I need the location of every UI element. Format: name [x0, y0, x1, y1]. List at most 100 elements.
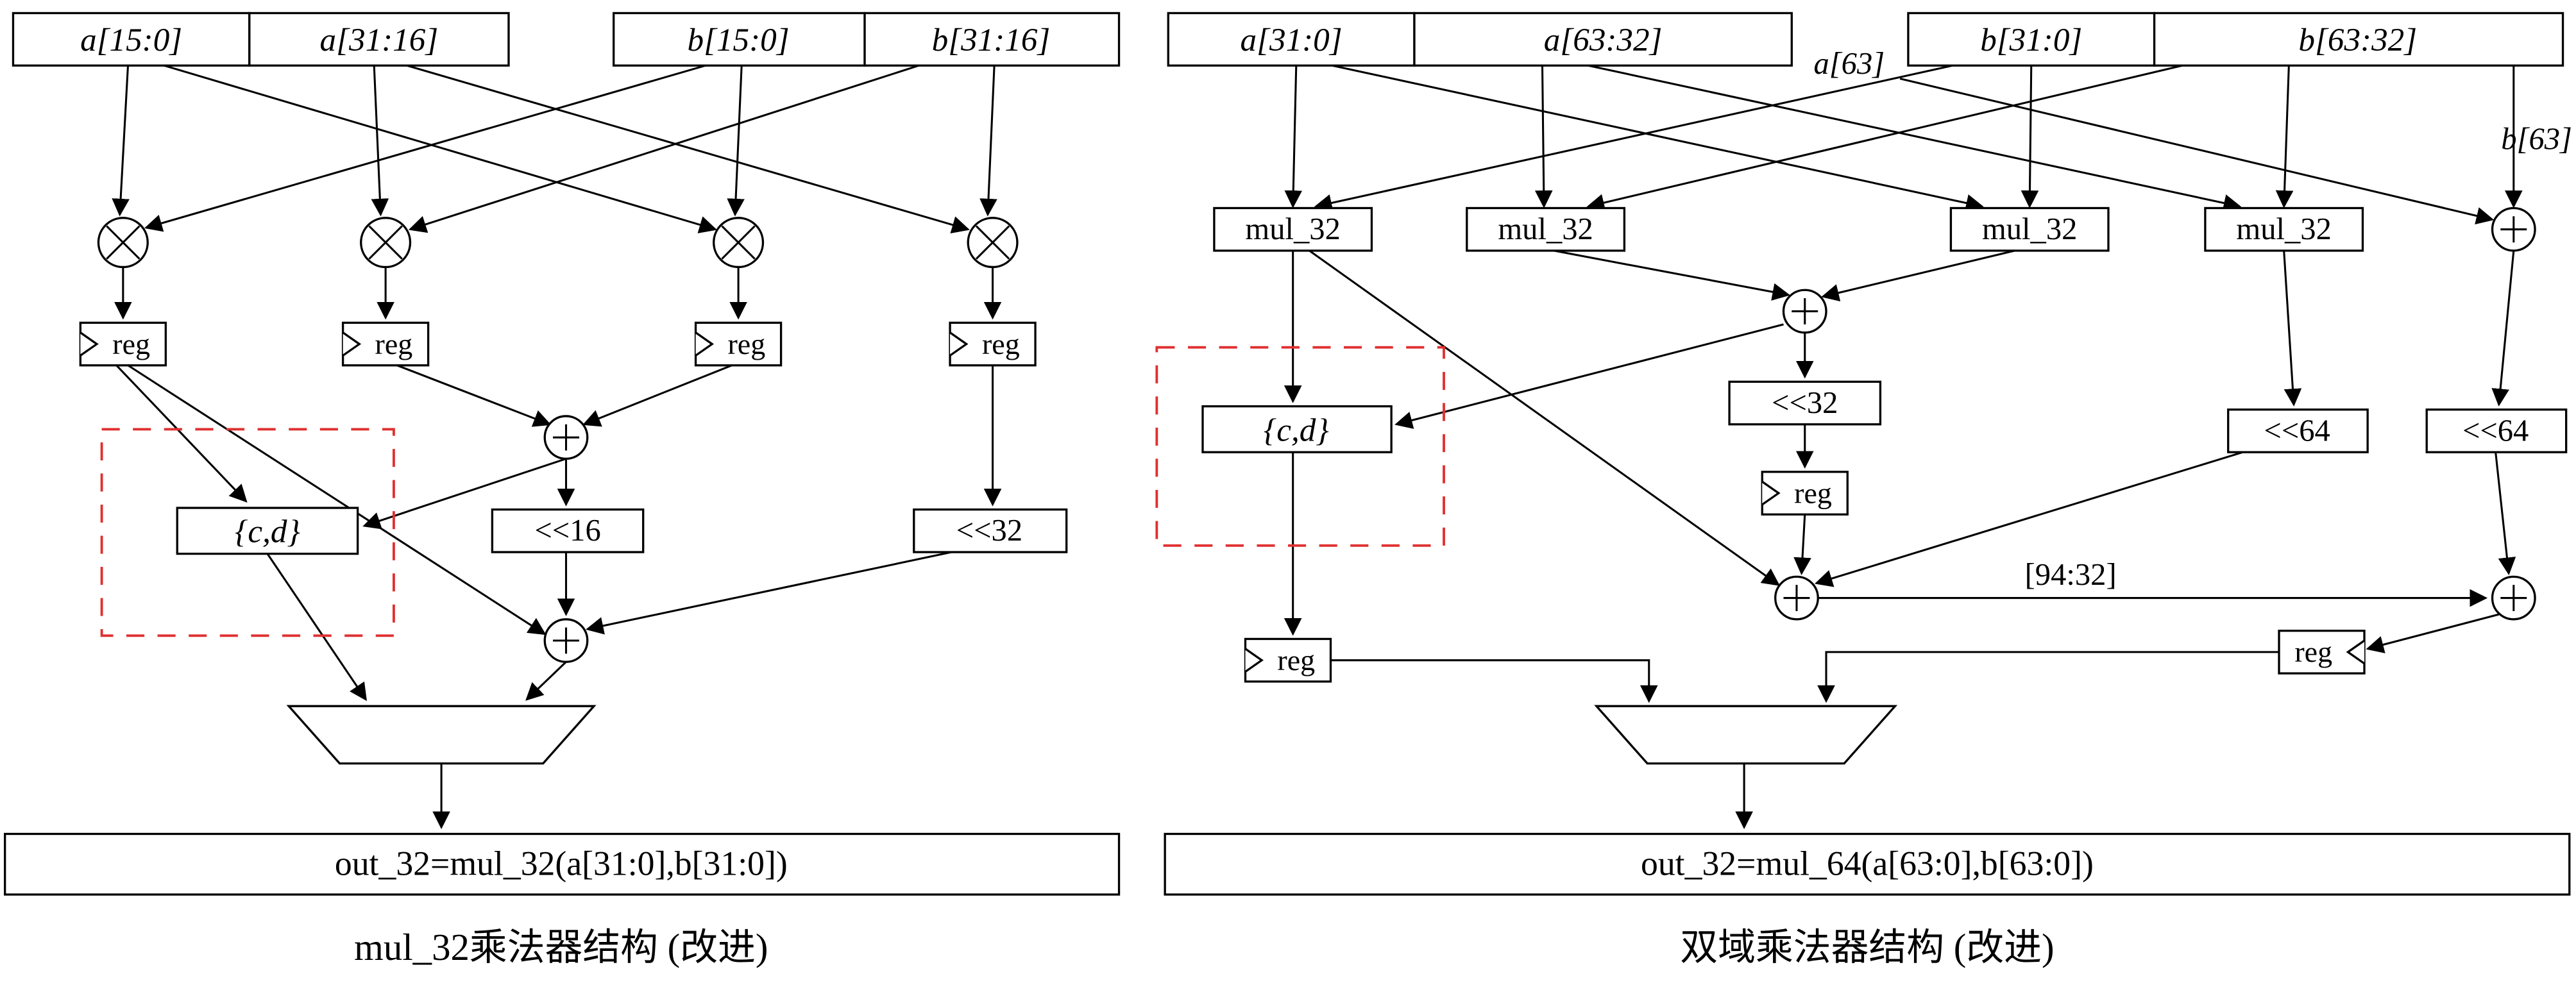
a63-label: a[63] — [1813, 46, 1885, 81]
shift32: <<32 — [913, 508, 1068, 553]
mul32-label: mul_32 — [1245, 212, 1340, 246]
wire — [1821, 249, 2015, 302]
mul32-label: mul_32 — [1982, 212, 2077, 246]
clock-edge-icon — [2346, 639, 2365, 665]
wire — [1899, 78, 2495, 225]
wire — [1815, 451, 2244, 587]
wire — [582, 364, 733, 427]
mul32-block: mul_32 — [2204, 206, 2364, 252]
shift64: <<64 — [2227, 408, 2369, 453]
wire — [144, 64, 706, 232]
clock-edge-icon — [695, 332, 715, 357]
input-box — [2153, 12, 2564, 67]
input-box — [613, 12, 866, 67]
wire — [727, 65, 745, 217]
wire — [406, 64, 970, 233]
wire — [525, 661, 567, 701]
left-output: out_32=mul_32(a[31:0],b[31:0]) — [4, 832, 1121, 896]
output-label: out_32=mul_32(a[31:0],b[31:0]) — [335, 844, 788, 882]
shift64: <<64 — [2425, 408, 2568, 453]
adder-plus-icon — [1774, 575, 1819, 621]
register: reg — [341, 321, 430, 367]
clock-edge-icon — [80, 332, 99, 357]
mul32-block: mul_32 — [1949, 206, 2110, 252]
right-diagram: a[31:0] a[63:32] b[31:0] b[63:32] a[63] … — [1155, 12, 2572, 968]
wire — [1309, 249, 1781, 586]
left-diagram: a[15:0] a[31:16] b[15:0] b[31:16] — [4, 12, 1121, 968]
cd-concat: {c,d} — [176, 507, 359, 555]
input-label: b[31:16] — [932, 22, 1051, 58]
input-label: a[31:16] — [320, 22, 439, 58]
right-input-b-low: b[31:0] — [1907, 12, 2156, 67]
wire — [112, 65, 130, 217]
bit-slice-label: [94:32] — [2025, 557, 2117, 592]
left-input-b-high: b[31:16] — [863, 12, 1121, 67]
wire — [115, 364, 248, 503]
clock-edge-icon — [949, 332, 969, 357]
shift64-label: <<64 — [2264, 413, 2330, 448]
adder-plus-icon — [543, 618, 589, 663]
clock-edge-icon — [1761, 480, 1781, 506]
right-input-b-high: b[63:32] — [2153, 12, 2564, 67]
wire — [2283, 250, 2302, 407]
cd-label: {c,d} — [235, 514, 300, 550]
wire — [266, 553, 367, 702]
right-input-a-high: a[63:32] — [1413, 12, 1793, 67]
wire — [396, 364, 552, 427]
adder-plus-icon — [1782, 289, 1827, 334]
input-box — [12, 12, 251, 67]
adder-plus-icon — [543, 415, 589, 460]
register: reg — [79, 321, 167, 367]
input-label: b[63:32] — [2298, 22, 2417, 58]
input-label: a[63:32] — [1544, 22, 1663, 58]
wire — [1554, 249, 1790, 301]
mux-trapezoid — [286, 705, 597, 765]
multiplier-icon — [713, 217, 765, 269]
wire — [2491, 250, 2515, 407]
wire — [127, 364, 547, 635]
multiplier-icon — [967, 217, 1019, 269]
wire — [1586, 64, 2183, 212]
wire — [2495, 452, 2516, 575]
left-input-a-high: a[31:16] — [248, 12, 510, 67]
mux-trapezoid — [1594, 705, 1898, 765]
wire — [1394, 323, 1784, 429]
wire — [979, 65, 997, 217]
input-box — [1167, 12, 1416, 67]
cd-concat: {c,d} — [1201, 405, 1393, 453]
reg-label: reg — [2294, 635, 2332, 668]
register-mirrored: reg — [2278, 630, 2366, 675]
multiplier-icon — [360, 217, 412, 269]
wire — [164, 64, 717, 233]
wire — [1314, 64, 1953, 212]
wire — [362, 457, 566, 530]
left-caption: mul_32乘法器结构 (改进) — [354, 927, 768, 968]
shift16-label: <<16 — [534, 513, 600, 548]
highlight-dashed-box — [1155, 346, 1445, 547]
reg-label: reg — [982, 328, 1020, 360]
adder-plus-icon — [2491, 206, 2536, 252]
right-wires — [1284, 64, 2523, 830]
right-output: out_32=mul_64(a[63:0],b[63:0]) — [1164, 832, 2571, 896]
input-box — [1907, 12, 2156, 67]
input-box — [248, 12, 510, 67]
left-wires — [112, 64, 1002, 830]
output-label: out_32=mul_64(a[63:0],b[63:0]) — [1641, 844, 2094, 882]
multiplier-icon — [97, 217, 149, 269]
reg-label: reg — [1277, 644, 1315, 676]
register: reg — [949, 321, 1037, 367]
left-input-a-low: a[15:0] — [12, 12, 251, 67]
shift16: <<16 — [491, 508, 645, 553]
wire — [586, 551, 952, 635]
cd-label: {c,d} — [1264, 412, 1329, 448]
wire — [1330, 659, 1658, 703]
reg-label: reg — [375, 328, 413, 360]
clock-edge-icon — [342, 332, 362, 357]
input-label: b[31:0] — [1980, 22, 2082, 58]
register: reg — [1761, 471, 1849, 516]
left-input-b-low: b[15:0] — [613, 12, 866, 67]
wire — [2275, 65, 2294, 208]
register: reg — [694, 321, 783, 367]
